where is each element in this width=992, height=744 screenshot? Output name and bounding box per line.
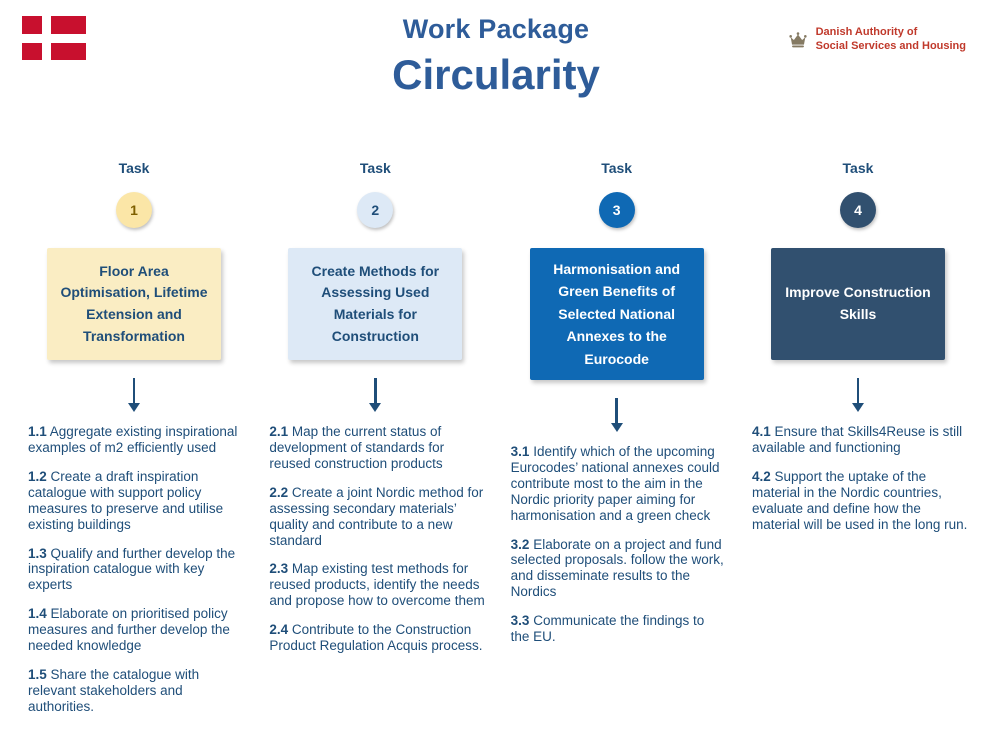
header: Work Package Circularity Danish Authorit… [0,0,992,138]
task-column-4: Task 4 Improve Construction Skills 4.1 E… [744,160,972,728]
task-column-1: Task 1 Floor Area Optimisation, Lifetime… [20,160,248,728]
task-item: 1.5 Share the catalogue with relevant st… [28,667,244,715]
task-columns: Task 1 Floor Area Optimisation, Lifetime… [0,160,992,728]
task-item-text: Ensure that Skills4Reuse is still availa… [751,424,963,455]
task-item: 1.4 Elaborate on prioritised policy meas… [28,606,244,654]
task-item-text: Aggregate existing inspirational example… [28,424,238,455]
task-column-2: Task 2 Create Methods for Assessing Used… [261,160,489,728]
task-item-text: Create a draft inspiration catalogue wit… [28,468,224,532]
title-work-package: Work Package [402,14,590,44]
task-title-box: Floor Area Optimisation, Lifetime Extens… [47,248,221,360]
task-item-text: Map existing test methods for reused pro… [269,561,485,609]
task-item-text: Communicate the findings to the EU. [510,613,705,645]
authority-logo-line1: Danish Authority of [815,26,918,38]
task-number-badge: 3 [598,192,635,228]
task-item: 2.1 Map the current status of developmen… [269,424,485,472]
danish-flag-icon [22,16,86,60]
down-arrow-icon [374,378,377,404]
task-label: Task [359,160,391,176]
task-item: 2.4 Contribute to the Construction Produ… [269,622,485,654]
task-item-list: 4.1 Ensure that Skills4Reuse is still av… [744,424,972,533]
task-item-number: 1.3 [28,545,47,561]
task-number-badge: 2 [357,192,394,228]
page-title: Work Package Circularity [0,0,992,99]
task-item-text: Create a joint Nordic method for assessi… [269,484,484,548]
task-item-number: 4.2 [751,468,771,484]
task-item-number: 3.2 [510,536,530,552]
task-label: Task [842,160,874,176]
task-item-list: 3.1 Identify which of the upcoming Euroc… [503,444,731,645]
down-arrow-icon [615,397,618,424]
task-item: 1.3 Qualify and further develop the insp… [28,546,244,594]
task-item-number: 1.4 [28,606,47,622]
task-item-number: 1.2 [28,468,47,484]
task-item: 2.3 Map existing test methods for reused… [269,561,485,609]
task-column-3: Task 3 Harmonisation and Green Benefits … [503,160,731,728]
task-item-text: Map the current status of development of… [269,424,445,471]
task-item-number: 1.5 [28,667,47,683]
authority-logo-line2: Social Services and Housing [815,39,966,52]
task-item-number: 2.4 [269,622,289,638]
task-label: Task [118,160,150,176]
down-arrow-icon [132,378,136,404]
task-label: Task [601,160,633,176]
task-title-box: Create Methods for Assessing Used Materi… [288,248,463,360]
down-arrow-icon [856,378,860,404]
task-item: 3.3 Communicate the findings to the EU. [511,613,727,645]
task-number-badge: 1 [116,192,152,228]
task-item-text: Contribute to the Construction Product R… [269,622,483,654]
task-item: 2.2 Create a joint Nordic method for ass… [269,485,485,549]
task-item-text: Elaborate on a project and fund selected… [510,536,724,600]
task-item-text: Share the catalogue with relevant stakeh… [28,667,200,714]
task-item: 4.2 Support the uptake of the material i… [752,469,968,533]
task-item-number: 1.1 [28,424,47,439]
task-item-number: 2.3 [269,561,289,577]
task-item-text: Identify which of the upcoming Eurocodes… [510,443,720,523]
task-item: 1.1 Aggregate existing inspirational exa… [28,424,244,456]
task-number-badge: 4 [839,192,876,228]
task-item: 1.2 Create a draft inspiration catalogue… [28,469,244,533]
task-item-list: 1.1 Aggregate existing inspirational exa… [20,424,248,715]
task-item-number: 2.1 [269,424,289,439]
task-item: 3.2 Elaborate on a project and fund sele… [511,537,727,601]
task-item-number: 2.2 [269,484,289,500]
task-item: 4.1 Ensure that Skills4Reuse is still av… [752,424,968,456]
task-item-text: Support the uptake of the material in th… [751,468,968,532]
title-circularity: Circularity [392,51,600,98]
task-item-number: 3.1 [510,443,530,459]
authority-logo: Danish Authority of Social Services and … [787,26,966,54]
authority-logo-text: Danish Authority of Social Services and … [816,26,966,54]
task-title-box: Improve Construction Skills [770,248,945,360]
task-item-number: 4.1 [751,424,771,439]
task-item-list: 2.1 Map the current status of developmen… [261,424,489,654]
task-item-text: Elaborate on prioritised policy measures… [28,606,230,654]
task-item: 3.1 Identify which of the upcoming Euroc… [511,444,727,524]
crown-icon [787,29,809,51]
task-item-text: Qualify and further develop the inspirat… [28,545,236,593]
task-item-number: 3.3 [510,613,530,629]
task-title-box: Harmonisation and Green Benefits of Sele… [529,248,704,380]
